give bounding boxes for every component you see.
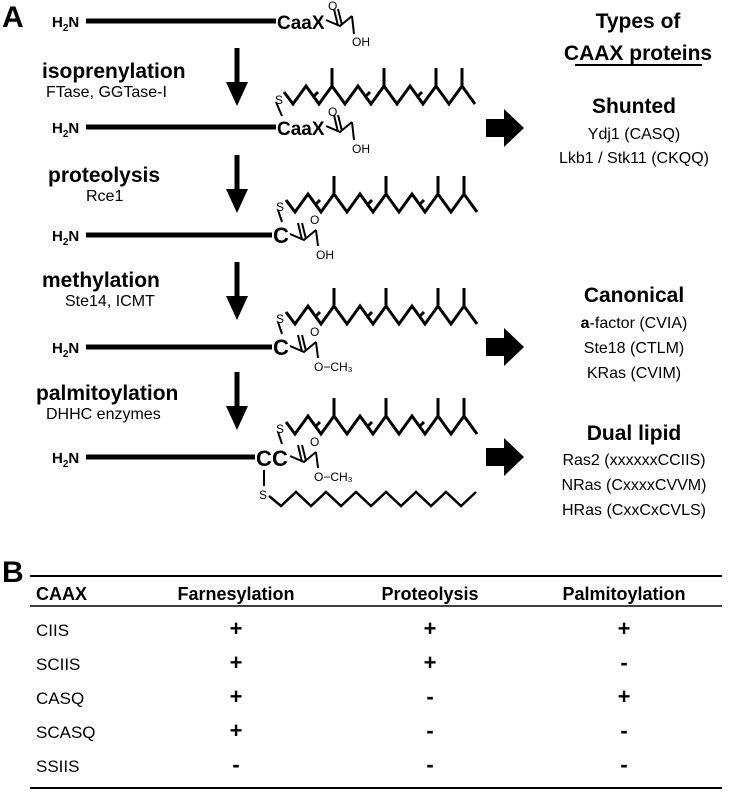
cysteine-residue: C <box>273 223 289 248</box>
farnesyl-chain <box>284 286 479 326</box>
svg-text:S: S <box>259 488 267 502</box>
svg-text:-: - <box>620 650 627 675</box>
svg-text:CIIS: CIIS <box>36 621 69 640</box>
farnesyl-chain <box>284 396 479 436</box>
svg-text:O−CH₃: O−CH₃ <box>314 470 353 484</box>
table-header: Farnesylation <box>177 584 294 604</box>
svg-text:-: - <box>620 718 627 743</box>
svg-text:O: O <box>310 213 319 227</box>
types-subtitle: CAAX proteins <box>564 42 712 65</box>
svg-text:CASQ: CASQ <box>36 689 84 708</box>
step-name: methylation <box>42 269 160 292</box>
down-arrow-icon <box>226 48 248 106</box>
svg-text:O: O <box>328 105 337 119</box>
protein-item: NRas (CxxxxCVVM) <box>562 477 707 494</box>
svg-text:S: S <box>276 200 284 214</box>
svg-text:-: - <box>426 752 433 777</box>
svg-text:H2N: H2N <box>52 450 79 470</box>
down-arrow-icon <box>226 372 248 430</box>
svg-text:+: + <box>230 650 243 675</box>
protein-item: KRas (CVIM) <box>587 365 681 382</box>
methyl-ester: O−CH₃ <box>314 360 353 374</box>
svg-text:H2N: H2N <box>52 340 79 360</box>
svg-text:+: + <box>424 650 437 675</box>
protein-item: Ras2 (xxxxxxCCIIS) <box>562 452 705 469</box>
category-shunted: Shunted <box>592 95 676 118</box>
panel-b-label: B <box>2 556 24 589</box>
farnesyl-chain <box>284 174 479 214</box>
types-title: Types of <box>596 10 682 33</box>
farnesyl-chain <box>282 66 477 106</box>
down-arrow-icon <box>226 155 248 213</box>
svg-text:-: - <box>426 718 433 743</box>
protein-item: Ydj1 (CASQ) <box>588 126 680 143</box>
panel-a-label: A <box>2 1 24 34</box>
svg-text:OH: OH <box>316 248 334 262</box>
step-name: isoprenylation <box>42 60 186 83</box>
down-arrow-icon <box>226 262 248 320</box>
protein-item: Lkb1 / Stk11 (CKQQ) <box>559 150 709 167</box>
molecule-methylated: H2N C S O O−CH₃ <box>52 286 479 374</box>
table-header: CAAX <box>36 584 87 604</box>
table-row: SSIIS - - - <box>36 752 628 777</box>
table-row: SCASQ + - - <box>36 718 628 743</box>
svg-text:+: + <box>230 616 243 641</box>
svg-text:+: + <box>230 684 243 709</box>
svg-text:+: + <box>424 616 437 641</box>
table-header: Proteolysis <box>381 584 478 604</box>
step-name: palmitoylation <box>36 382 178 405</box>
category-dual-lipid: Dual lipid <box>587 422 682 445</box>
svg-text:C: C <box>256 446 272 471</box>
step-name: proteolysis <box>48 164 160 187</box>
caax-table: CAAX Farnesylation Proteolysis Palmitoyl… <box>30 575 722 789</box>
svg-text:SSIIS: SSIIS <box>36 757 79 776</box>
caax-motif: CaaX <box>277 119 325 140</box>
protein-item: Ste18 (CTLM) <box>584 340 684 357</box>
svg-text:S: S <box>276 312 284 326</box>
svg-text:SCASQ: SCASQ <box>36 723 96 742</box>
caax-motif: CaaX <box>277 13 325 34</box>
svg-text:OH: OH <box>352 142 370 156</box>
carboxyl-hydroxyl: OH <box>352 35 370 49</box>
table-row: CIIS + + + <box>36 616 630 641</box>
molecule-cleaved: H2N C S O OH <box>52 174 479 262</box>
svg-text:H2N: H2N <box>52 228 79 248</box>
table-row: CASQ + - + <box>36 684 630 709</box>
right-arrow-icon <box>486 328 524 366</box>
svg-text:+: + <box>618 684 631 709</box>
table-row: SCIIS + + - <box>36 650 628 675</box>
step-enzymes: DHHC enzymes <box>46 406 161 423</box>
svg-text:C: C <box>273 335 289 360</box>
svg-text:C: C <box>272 446 288 471</box>
sulfur-atom: S <box>275 93 283 107</box>
svg-text:SCIIS: SCIIS <box>36 655 80 674</box>
svg-text:H2N: H2N <box>52 120 79 140</box>
right-arrow-icon <box>486 438 524 476</box>
svg-text:O: O <box>310 435 319 449</box>
svg-text:O: O <box>310 325 319 339</box>
step-enzymes: Ste14, ICMT <box>65 293 155 310</box>
svg-text:-: - <box>426 684 433 709</box>
svg-text:+: + <box>230 718 243 743</box>
step-enzymes: Rce1 <box>86 188 123 205</box>
svg-text:+: + <box>618 616 631 641</box>
molecule-dual-lipid: H2N C C S O O−CH₃ S <box>52 396 479 508</box>
table-header: Palmitoylation <box>562 584 685 604</box>
molecule-unmodified: H2N CaaX O OH <box>52 0 370 49</box>
category-canonical: Canonical <box>584 284 684 307</box>
palmitoyl-chain <box>267 490 478 508</box>
molecule-prenylated: H2N CaaX S O OH <box>52 66 477 156</box>
n-terminus-label: H2N <box>52 14 79 34</box>
right-arrow-icon <box>486 109 524 147</box>
carboxyl-oxygen: O <box>328 0 337 13</box>
svg-text:-: - <box>232 752 239 777</box>
svg-text:S: S <box>276 422 284 436</box>
svg-text:-: - <box>620 752 627 777</box>
protein-item: a-factor (CVIA) <box>581 315 688 332</box>
protein-item: HRas (CxxCxCVLS) <box>562 502 706 519</box>
step-enzymes: FTase, GGTase-I <box>46 84 167 101</box>
